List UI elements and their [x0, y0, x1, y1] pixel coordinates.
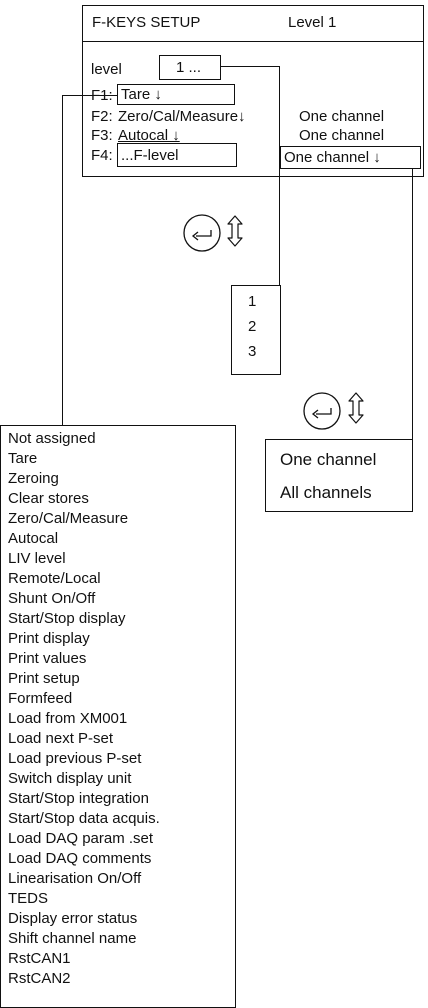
up-down-arrow-icon — [227, 215, 243, 247]
function-item[interactable]: Tare — [8, 450, 38, 467]
f1-value: Tare ↓ — [121, 86, 162, 103]
level-list: 1 2 3 — [231, 285, 281, 375]
f4-label: F4: — [91, 147, 113, 164]
level-option-3[interactable]: 3 — [248, 343, 257, 360]
level-connector-h — [221, 66, 280, 67]
f1-connector-v — [62, 95, 63, 425]
channel-list: One channel All channels — [265, 439, 413, 512]
f2-channel: One channel — [299, 108, 385, 125]
function-item[interactable]: Linearisation On/Off — [8, 870, 142, 887]
enter-key-icon — [183, 214, 221, 252]
function-item[interactable]: Shift channel name — [8, 930, 137, 947]
function-item[interactable]: Shunt On/Off — [8, 590, 96, 607]
f4-channel-value: One channel ↓ — [284, 149, 381, 166]
function-list: Not assigned Tare Zeroing Clear stores Z… — [0, 425, 236, 1008]
function-item[interactable]: Print values — [8, 650, 87, 667]
level-option-2[interactable]: 2 — [248, 318, 257, 335]
f1-field[interactable]: Tare ↓ — [117, 84, 235, 105]
level-field-value: 1 ... — [176, 59, 202, 76]
function-item[interactable]: Clear stores — [8, 490, 89, 507]
function-item[interactable]: Autocal — [8, 530, 59, 547]
f4-field[interactable]: ...F-level — [117, 143, 237, 167]
function-item[interactable]: Formfeed — [8, 690, 73, 707]
f1-connector-h — [62, 95, 118, 96]
function-item[interactable]: Display error status — [8, 910, 138, 927]
f4-value: ...F-level — [121, 147, 179, 164]
f3-label: F3: — [91, 127, 113, 144]
function-item[interactable]: Load DAQ param .set — [8, 830, 154, 847]
enter-key-icon — [303, 392, 341, 430]
f3-channel: One channel — [299, 127, 385, 144]
channel-option-one[interactable]: One channel — [280, 450, 377, 469]
level-label: level — [91, 61, 122, 78]
function-item[interactable]: Not assigned — [8, 430, 96, 447]
function-item[interactable]: Load next P-set — [8, 730, 114, 747]
level-field[interactable]: 1 ... — [159, 55, 221, 80]
function-item[interactable]: RstCAN1 — [8, 950, 71, 967]
level-title: Level 1 — [288, 14, 337, 31]
f3-value[interactable]: Autocal ↓ — [118, 127, 180, 144]
f2-value[interactable]: Zero/Cal/Measure↓ — [118, 108, 246, 125]
f4-channel-field[interactable]: One channel ↓ — [280, 146, 421, 169]
function-item[interactable]: Load DAQ comments — [8, 850, 152, 867]
function-item[interactable]: Zeroing — [8, 470, 59, 487]
channel-option-all[interactable]: All channels — [280, 483, 372, 502]
function-item[interactable]: Start/Stop display — [8, 610, 126, 627]
function-item[interactable]: TEDS — [8, 890, 49, 907]
function-item[interactable]: Switch display unit — [8, 770, 132, 787]
function-item[interactable]: Start/Stop data acquis. — [8, 810, 160, 827]
f2-label: F2: — [91, 108, 113, 125]
function-item[interactable]: Load from XM001 — [8, 710, 128, 727]
function-item[interactable]: Remote/Local — [8, 570, 101, 587]
function-item[interactable]: RstCAN2 — [8, 970, 71, 987]
level-option-1[interactable]: 1 — [248, 293, 257, 310]
up-down-arrow-icon — [348, 392, 364, 424]
header-bar: F-KEYS SETUP Level 1 — [82, 5, 424, 42]
function-item[interactable]: Print setup — [8, 670, 80, 687]
function-item[interactable]: Zero/Cal/Measure — [8, 510, 129, 527]
function-item[interactable]: Start/Stop integration — [8, 790, 149, 807]
function-item[interactable]: Load previous P-set — [8, 750, 142, 767]
window-title: F-KEYS SETUP — [92, 14, 201, 31]
level-connector-v — [279, 66, 280, 285]
function-item[interactable]: LIV level — [8, 550, 66, 567]
channel-connector-v — [412, 169, 413, 439]
function-item[interactable]: Print display — [8, 630, 90, 647]
